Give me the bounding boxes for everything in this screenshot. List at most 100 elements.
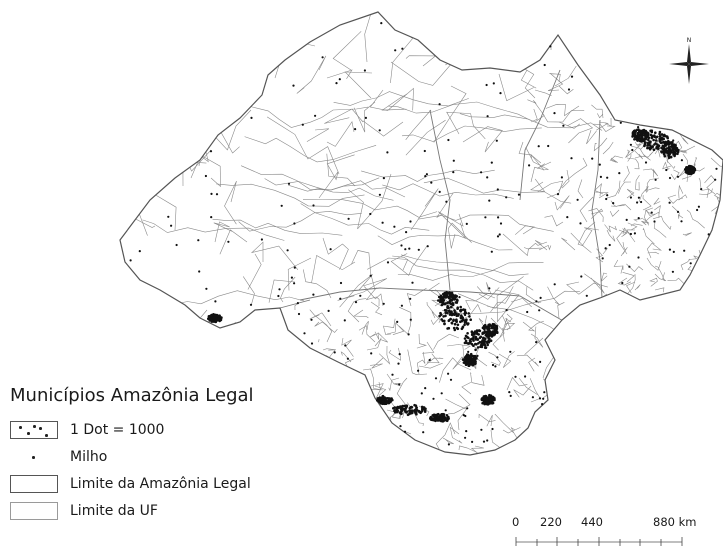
cluster-dot — [674, 143, 677, 147]
cluster-dot — [654, 139, 658, 142]
boundary-line — [694, 167, 705, 172]
boundary-line — [490, 317, 503, 331]
boundary-line — [595, 191, 609, 199]
boundary-line — [422, 341, 435, 354]
boundary-line — [175, 290, 305, 305]
boundary-line — [502, 427, 521, 434]
cluster-dot — [461, 325, 465, 329]
boundary-line — [527, 99, 545, 123]
corn-dot — [598, 163, 601, 166]
cluster-dot — [660, 146, 663, 150]
boundary-line — [714, 192, 723, 200]
cluster-dot — [450, 322, 454, 325]
cluster-dot — [436, 415, 440, 419]
boundary-line — [486, 286, 514, 309]
boundary-line — [622, 241, 626, 251]
dense-clusters-layer — [207, 128, 697, 423]
cluster-dot — [488, 398, 492, 402]
boundary-line — [433, 333, 460, 350]
cluster-dot — [492, 333, 495, 337]
cluster-dot — [443, 418, 446, 422]
corn-dot — [631, 148, 634, 152]
cluster-dot — [486, 326, 489, 330]
corn-dot — [538, 397, 542, 400]
north-label: N — [687, 37, 692, 44]
amazonia-limit-label: Limite da Amazônia Legal — [70, 476, 251, 492]
corn-dot — [408, 247, 411, 250]
corn-dot — [580, 275, 583, 278]
corn-dot — [619, 121, 622, 124]
boundary-line — [710, 157, 723, 175]
cluster-dot — [476, 346, 480, 349]
boundary-line — [530, 326, 544, 348]
boundary-line — [406, 287, 427, 307]
cluster-dot — [404, 406, 408, 410]
boundary-line — [670, 169, 680, 181]
boundary-line — [353, 101, 376, 133]
boundary-line — [300, 203, 430, 235]
boundary-line — [367, 257, 409, 271]
boundary-line — [348, 12, 372, 63]
cluster-dot — [448, 294, 452, 297]
boundary-line — [382, 318, 396, 328]
boundary-line — [625, 150, 644, 160]
boundary-line — [523, 241, 548, 250]
boundary-line — [643, 211, 660, 224]
corn-dot — [531, 396, 535, 399]
cluster-dot — [212, 316, 216, 319]
corn-dot — [422, 431, 425, 434]
corn-dot — [562, 124, 565, 127]
boundary-line — [405, 55, 437, 67]
cluster-dot — [391, 398, 394, 402]
boundary-line — [494, 413, 514, 434]
boundary-line — [322, 348, 336, 351]
corn-dot — [287, 182, 291, 185]
cluster-dot — [481, 331, 485, 335]
cluster-dot — [453, 309, 456, 312]
cluster-dot — [662, 146, 666, 150]
municipality-boundaries — [125, 12, 723, 455]
cluster-dot — [647, 136, 651, 139]
corn-dot — [354, 301, 358, 304]
boundary-line — [634, 144, 642, 151]
boundary-line — [462, 126, 503, 153]
boundary-line — [488, 351, 501, 366]
boundary-line — [347, 298, 367, 323]
uf-limit-swatch — [10, 502, 58, 520]
boundary-line — [326, 69, 353, 79]
boundary-line — [361, 169, 495, 182]
boundary-line — [446, 344, 471, 350]
boundary-line — [358, 325, 376, 343]
boundary-line — [698, 188, 713, 196]
corn-dot — [301, 123, 304, 126]
cluster-dot — [406, 413, 410, 417]
boundary-line — [558, 85, 574, 95]
cluster-dot — [489, 401, 493, 405]
boundary-line — [219, 229, 248, 255]
cluster-dot — [481, 326, 485, 330]
corn-dot — [170, 224, 173, 227]
boundary-line — [570, 221, 596, 247]
corn-dot — [567, 88, 571, 91]
cluster-dot — [415, 408, 419, 412]
corn-dot — [329, 248, 332, 251]
boundary-line — [626, 263, 644, 273]
corn-dot — [209, 150, 213, 153]
corn-dot — [335, 82, 338, 85]
cluster-dot — [451, 302, 455, 305]
corn-dot — [398, 353, 401, 356]
corn-dot — [464, 436, 467, 439]
boundary-line — [410, 188, 439, 231]
corn-dot — [386, 151, 389, 154]
cluster-dot — [641, 134, 644, 137]
cluster-dot — [491, 326, 495, 330]
corn-dot — [488, 287, 491, 290]
corn-dot — [205, 287, 208, 290]
boundary-line — [200, 154, 221, 188]
cluster-dot — [464, 339, 468, 343]
cluster-dot — [646, 146, 649, 150]
corn-dot — [549, 45, 552, 48]
boundary-line — [626, 157, 640, 170]
cluster-dot — [441, 412, 445, 416]
boundary-line — [386, 409, 403, 419]
